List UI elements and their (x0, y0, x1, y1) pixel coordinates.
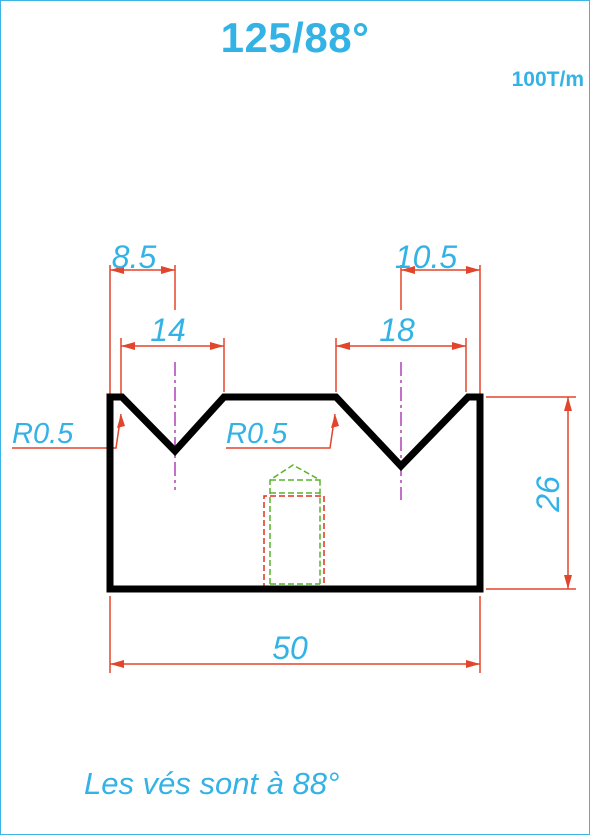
tool-bore-red (263, 495, 325, 589)
radius-label-left: R0.5 (12, 418, 74, 450)
dim-text-26: 26 (530, 476, 566, 513)
dim-text-18: 18 (379, 312, 415, 348)
tonnage-label: 100T/m (511, 68, 584, 91)
radius-label-middle: R0.5 (226, 418, 288, 450)
dim-text-8-5: 8.5 (112, 239, 157, 275)
hidden-tool-insert (263, 464, 325, 589)
dim-text-14: 14 (150, 312, 186, 348)
dim-text-10-5: 10.5 (395, 239, 457, 275)
footer-note: Les vés sont à 88° (84, 766, 340, 801)
dimension-lines (12, 265, 576, 673)
v-center-lines (174, 362, 402, 500)
die-title: 125/88° (220, 14, 370, 61)
die-outline (106, 393, 484, 593)
dim-text-50: 50 (272, 630, 308, 666)
tool-pin-green (269, 464, 321, 584)
dimension-arrows (110, 266, 572, 668)
